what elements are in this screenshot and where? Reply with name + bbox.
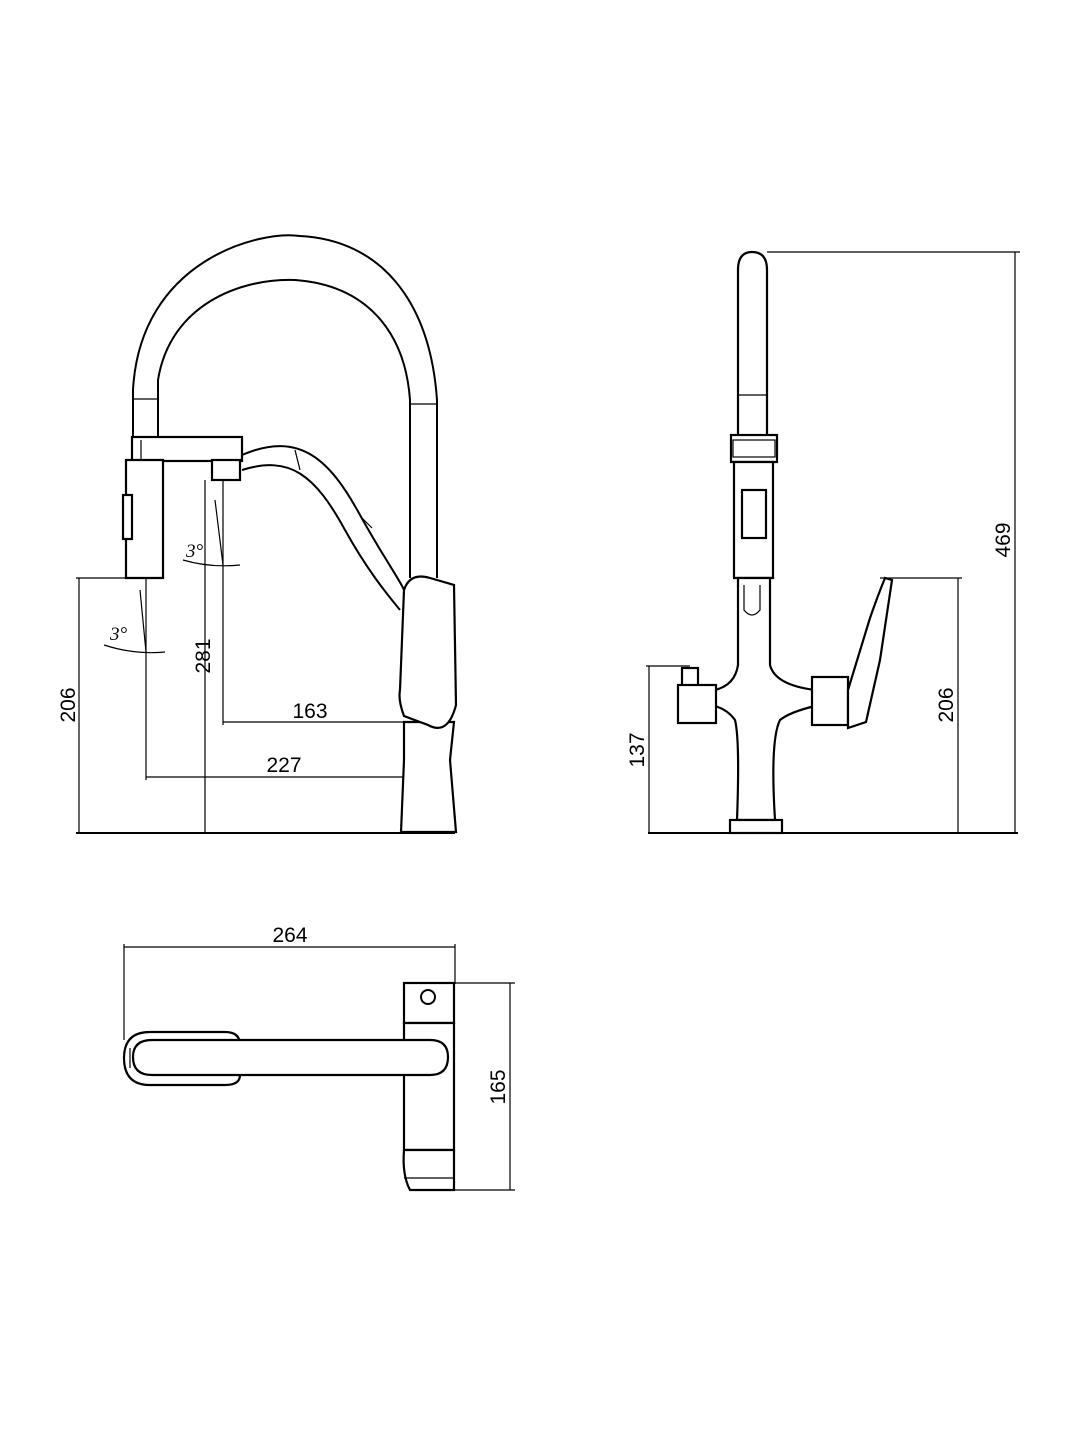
front-spout-tube [736,250,769,439]
side-angle-lower-label: 3° [109,624,128,645]
front-collar [729,433,779,464]
side-spout-arch-outer [132,234,438,578]
top-knob [420,989,436,1005]
front-dim-469: 469 [992,522,1015,557]
front-neck [713,576,817,822]
top-dim-165: 165 [487,1069,510,1104]
side-dim-281: 281 [192,638,215,673]
front-right-lever [846,576,894,730]
top-view: 264 165 [122,924,515,1192]
top-dim-264: 264 [272,924,307,947]
side-dim-206: 206 [57,687,80,722]
front-dim-206: 206 [935,687,958,722]
side-spray-connector [210,458,242,482]
side-hose-upper [241,445,405,591]
side-spray-button [121,493,134,541]
top-lever [402,1148,456,1192]
side-angle-upper-label: 3° [185,541,204,562]
front-base-plate [728,818,784,835]
front-dim-137: 137 [626,732,649,767]
top-spout-arm [131,1038,450,1077]
side-view: 3° 3° 163 227 281 206 [57,234,458,834]
front-spray-button [740,488,768,540]
side-dim-227: 227 [266,754,301,777]
front-left-knob [676,683,718,725]
front-right-valve [810,675,850,727]
side-spray-head-top [130,435,244,463]
front-view: 469 206 137 [626,250,1020,835]
side-hose-lower [241,464,401,611]
side-faucet-body [399,720,458,834]
side-handle [398,575,458,729]
side-spout-arch-inner [157,278,411,578]
side-dim-163: 163 [292,700,327,723]
